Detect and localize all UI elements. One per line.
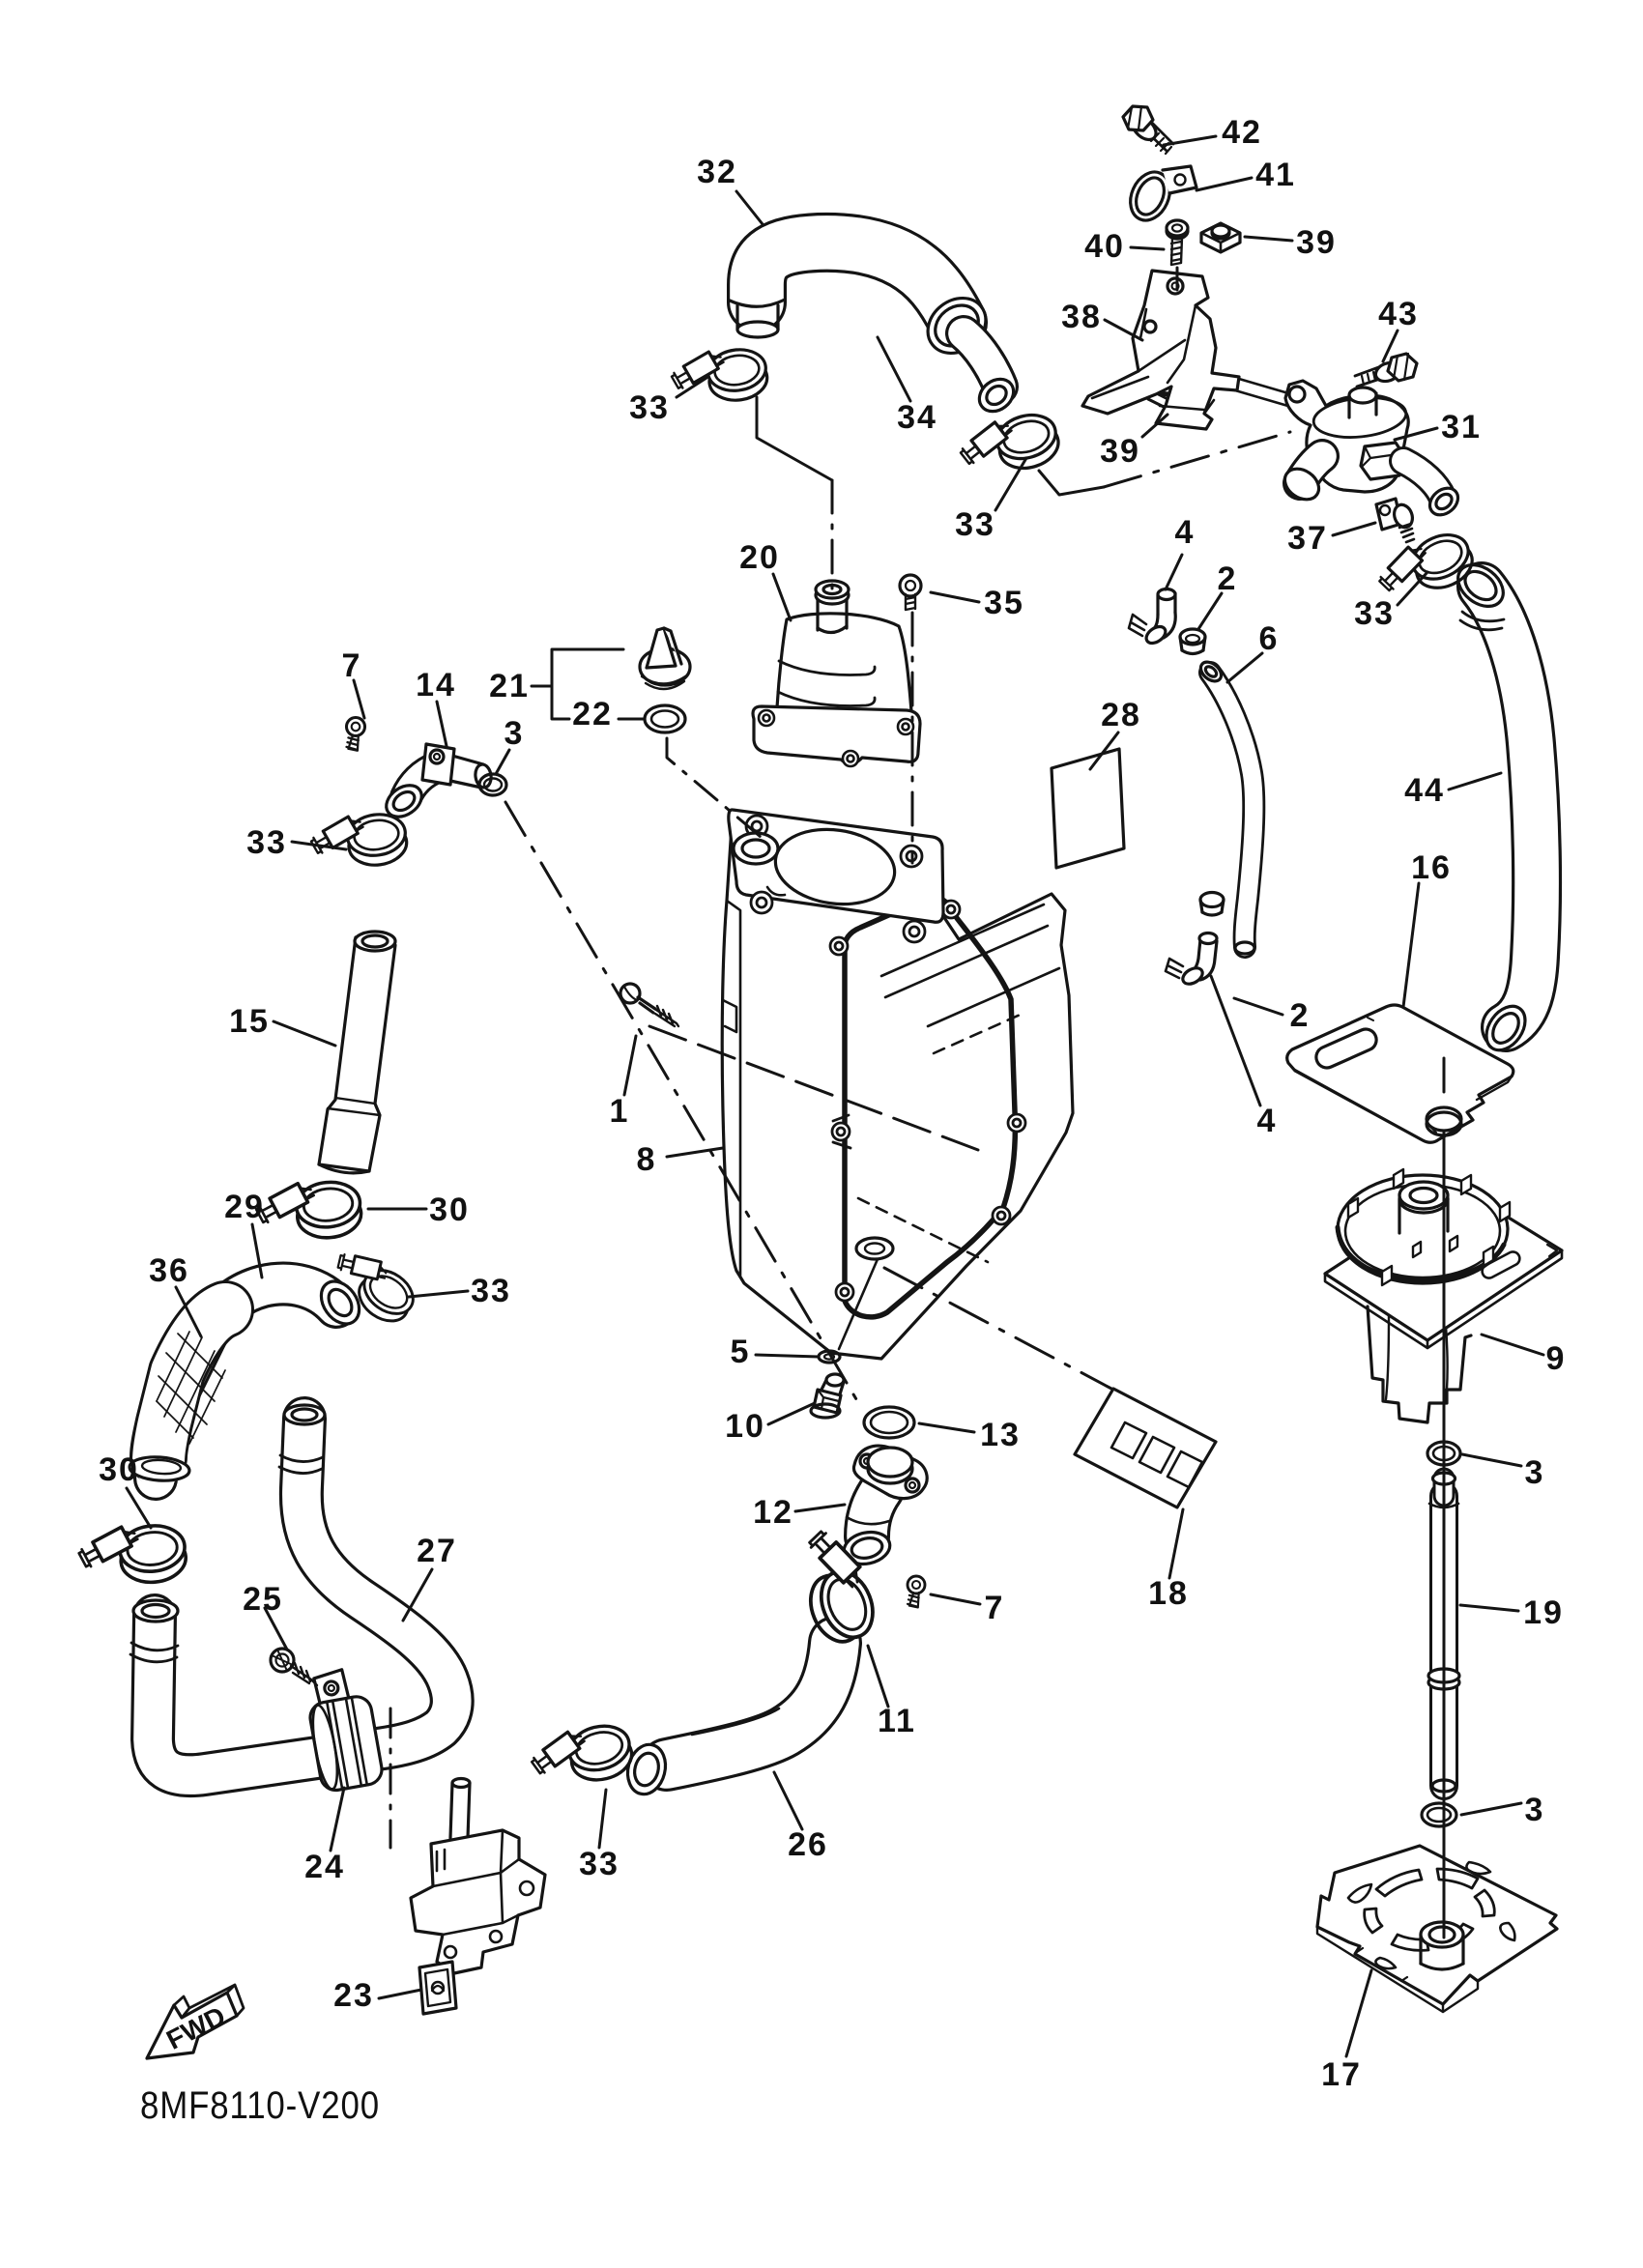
svg-text:3: 3: [1525, 1792, 1545, 1828]
svg-text:7: 7: [985, 1590, 1005, 1626]
svg-text:33: 33: [579, 1846, 620, 1882]
svg-text:16: 16: [1411, 849, 1452, 886]
svg-text:8: 8: [637, 1141, 657, 1178]
svg-text:25: 25: [243, 1581, 283, 1618]
svg-text:30: 30: [429, 1191, 470, 1228]
svg-text:6: 6: [1259, 620, 1280, 657]
svg-text:31: 31: [1441, 409, 1482, 445]
svg-text:5: 5: [731, 1334, 751, 1370]
svg-text:34: 34: [897, 399, 937, 436]
svg-text:33: 33: [246, 824, 287, 861]
svg-text:36: 36: [149, 1252, 189, 1289]
svg-text:1: 1: [610, 1093, 630, 1130]
svg-text:11: 11: [878, 1703, 916, 1739]
svg-text:44: 44: [1404, 772, 1445, 809]
svg-text:23: 23: [333, 1977, 374, 2014]
svg-text:10: 10: [725, 1408, 765, 1445]
svg-text:33: 33: [471, 1273, 511, 1309]
svg-text:3: 3: [504, 715, 525, 752]
svg-text:37: 37: [1287, 520, 1328, 557]
svg-text:14: 14: [416, 667, 456, 703]
svg-text:38: 38: [1061, 299, 1102, 335]
svg-text:9: 9: [1546, 1340, 1567, 1377]
svg-text:29: 29: [224, 1189, 265, 1225]
svg-text:42: 42: [1222, 114, 1262, 151]
svg-text:20: 20: [739, 539, 780, 576]
svg-text:12: 12: [753, 1494, 793, 1531]
svg-text:28: 28: [1101, 697, 1141, 733]
svg-text:40: 40: [1084, 228, 1125, 265]
svg-text:30: 30: [99, 1451, 139, 1488]
svg-text:43: 43: [1378, 296, 1419, 332]
svg-text:33: 33: [629, 389, 670, 426]
svg-text:3: 3: [1525, 1454, 1545, 1491]
svg-text:39: 39: [1296, 224, 1337, 261]
svg-text:4: 4: [1175, 514, 1196, 551]
svg-text:4: 4: [1257, 1103, 1278, 1139]
svg-text:22: 22: [572, 696, 613, 732]
svg-text:39: 39: [1100, 433, 1140, 470]
svg-text:18: 18: [1148, 1575, 1189, 1612]
svg-text:24: 24: [304, 1849, 345, 1885]
svg-text:32: 32: [697, 154, 737, 190]
svg-text:33: 33: [1354, 595, 1395, 632]
svg-text:26: 26: [788, 1826, 828, 1863]
svg-text:2: 2: [1218, 560, 1238, 597]
svg-text:13: 13: [980, 1417, 1021, 1453]
svg-text:15: 15: [229, 1003, 270, 1040]
svg-text:19: 19: [1523, 1594, 1564, 1631]
svg-text:2: 2: [1290, 997, 1311, 1034]
svg-text:33: 33: [955, 506, 995, 543]
svg-text:7: 7: [342, 647, 362, 684]
svg-text:17: 17: [1321, 2056, 1362, 2093]
svg-text:21: 21: [489, 668, 530, 704]
svg-text:27: 27: [417, 1533, 457, 1569]
svg-text:35: 35: [984, 585, 1024, 621]
svg-text:8MF8110-V200: 8MF8110-V200: [140, 2084, 380, 2127]
svg-text:41: 41: [1255, 157, 1296, 193]
